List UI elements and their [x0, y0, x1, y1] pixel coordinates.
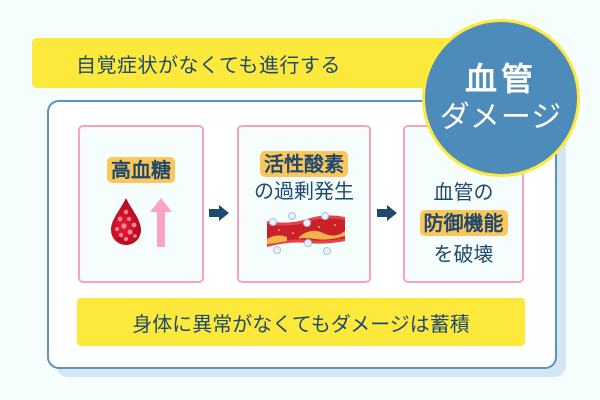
damaged-blood-vessel-icon: [267, 212, 345, 255]
top-banner: 自覚症状がなくても進行する: [32, 38, 462, 88]
up-arrow-icon: [150, 198, 172, 247]
badge-line2: ダメージ: [439, 100, 563, 135]
blood-drop-icon: [111, 198, 141, 245]
right-arrow-icon: [209, 205, 229, 221]
step2-text: の過剰発生: [254, 179, 354, 203]
step3-highlight: 防御機能: [419, 210, 508, 236]
step1-illustration: [109, 197, 173, 247]
step2-highlight: 活性酸素: [260, 151, 348, 177]
right-arrow-icon: [377, 205, 397, 221]
step-high-blood-sugar: 高血糖: [78, 125, 204, 283]
step1-highlight: 高血糖: [107, 157, 175, 183]
bottom-banner-text: 身体に異常がなくてもダメージは蓄積: [132, 311, 470, 336]
top-banner-text: 自覚症状がなくても進行する: [76, 52, 341, 77]
step3-text-before: 血管の: [433, 180, 494, 204]
step3-text-after: を破壊: [433, 242, 494, 266]
step-reactive-oxygen: 活性酸素 の過剰発生: [237, 125, 371, 283]
bottom-banner: 身体に異常がなくてもダメージは蓄積: [77, 298, 525, 346]
vascular-damage-badge: 血管 ダメージ: [422, 19, 580, 177]
badge-line1: 血管: [464, 60, 537, 98]
